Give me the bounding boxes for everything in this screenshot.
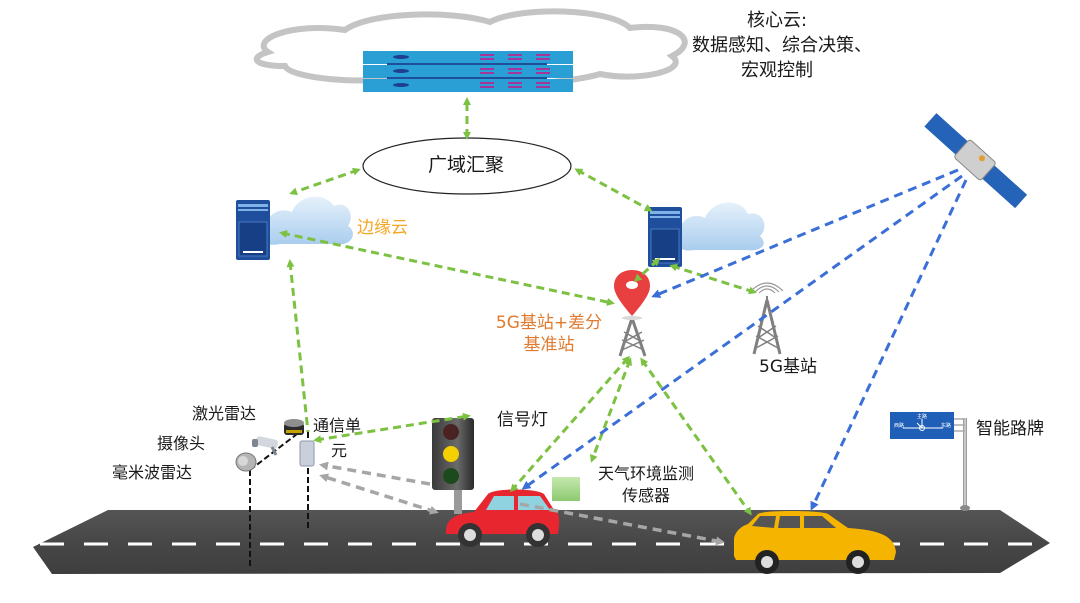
weather-sensor-label-line1: 天气环境监测: [597, 464, 694, 483]
rtk-label-line2: 基准站: [523, 335, 575, 355]
satellite-icon: [924, 113, 1028, 209]
edge-cloud-label: 边缘云: [357, 218, 408, 238]
core-cloud-desc-line2: 数据感知、综合决策、: [692, 35, 872, 56]
core-cloud-title: 核心云:: [746, 10, 808, 31]
traffic-light-icon: [432, 418, 474, 514]
link-red-car-yellow-car: [519, 502, 725, 546]
cloud-icon: [679, 202, 765, 251]
5g-base-station-tower: [750, 282, 784, 355]
weather-sensor-label-line2: 传感器: [621, 486, 670, 505]
red-car-icon: [446, 489, 560, 547]
comm-unit-label-line1: 通信单: [313, 416, 362, 435]
rtk-label-line1: 5G基站+差分: [495, 313, 603, 333]
lidar-icon: [284, 419, 304, 435]
link-edge-right-5g: [669, 263, 757, 295]
link-wide-edge-left: [289, 167, 361, 196]
rtk-base-station-label: 5G基站+差分 基准站: [484, 312, 614, 356]
camera-label: 摄像头: [157, 434, 206, 453]
rtk-base-station-tower: [614, 270, 650, 357]
camera-icon: [252, 436, 279, 456]
sign-text-left: 西路: [894, 422, 904, 429]
link-edge-right-rtk: [633, 257, 661, 283]
sign-text-top: 主路: [917, 413, 927, 420]
link-satellite-yellow-car: [810, 179, 968, 511]
smart-sign-label: 智能路牌: [976, 419, 1044, 439]
gray-links: [319, 461, 725, 546]
core-cloud: [253, 8, 688, 92]
link-rtk-weather-sensor: [590, 357, 632, 463]
weather-sensor-icon: [552, 477, 580, 501]
lidar-label: 激光雷达: [192, 404, 257, 423]
link-wide-edge-right: [574, 168, 653, 212]
weather-sensor-label: 天气环境监测 传感器: [584, 463, 708, 507]
edge-server-icon: [648, 207, 682, 267]
link-traffic-light-comm-unit: [319, 461, 431, 486]
core-cloud-desc-line3: 宏观控制: [741, 60, 813, 81]
mmwave-radar-label: 毫米波雷达: [112, 463, 193, 482]
comm-unit-icon: [299, 440, 315, 467]
core-cloud-label: 核心云: 数据感知、综合决策、 宏观控制: [692, 8, 872, 83]
link-edge-left-rtk: [279, 230, 615, 306]
link-edge-left-comm-unit: [286, 259, 310, 433]
edge-server-icon: [236, 200, 270, 260]
traffic-light-label: 信号灯: [497, 410, 548, 430]
link-red-car-comm-unit: [319, 473, 439, 515]
comm-unit-label-line2: 元: [331, 441, 348, 460]
location-pin-icon: [614, 270, 650, 320]
core-server-rack: [363, 51, 573, 92]
yellow-car-icon: [734, 511, 896, 574]
sign-pole: [963, 418, 967, 510]
comm-unit-label: 通信单 元: [313, 413, 361, 463]
edge-cloud-left: [236, 196, 353, 260]
wide-area-label: 广域汇聚: [428, 154, 505, 176]
mmwave-radar-icon: [235, 452, 257, 472]
link-rtk-yellow-car: [640, 357, 752, 516]
5g-base-station-label: 5G基站: [759, 357, 817, 377]
blue-links: [521, 168, 968, 511]
edge-cloud-right: [648, 202, 765, 267]
sign-text-right: 东路: [941, 422, 951, 429]
smart-road-sign: 主路 西路 东路: [890, 412, 970, 511]
link-satellite-rtk: [651, 168, 959, 298]
signal-waves-icon: [750, 282, 784, 294]
green-links: [279, 97, 757, 516]
